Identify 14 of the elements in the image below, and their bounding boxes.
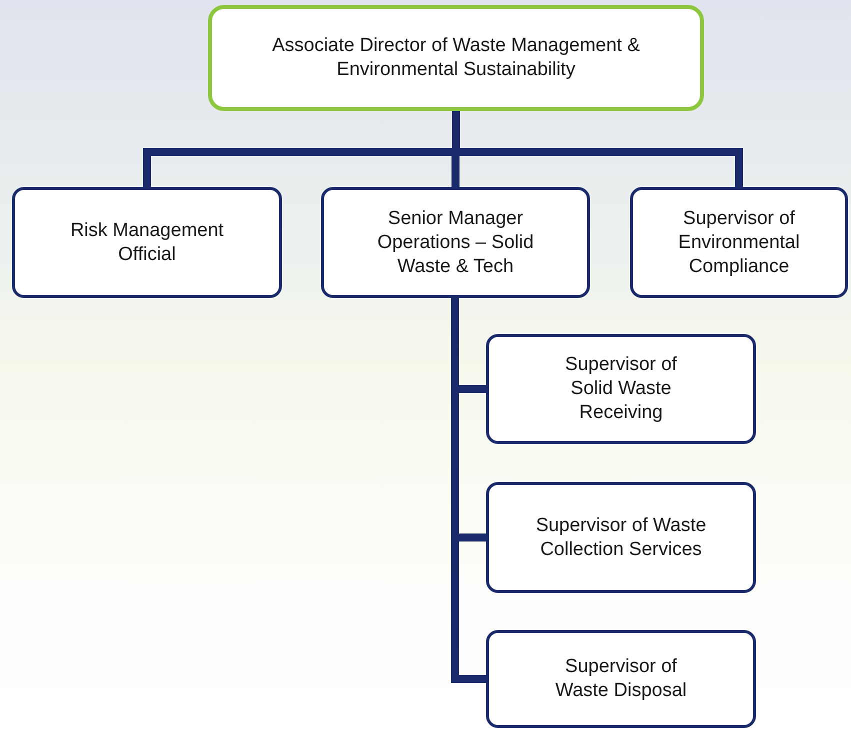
role-box (12, 187, 282, 298)
director-box (208, 5, 704, 111)
role-title: Supervisor of Waste Collection Services (534, 514, 708, 562)
role-title: Senior Manager Operations – Solid Waste & Tech (376, 206, 535, 278)
role-title: Supervisor of Solid Waste Receiving (564, 353, 678, 425)
role-title: Risk Management Official (69, 218, 225, 266)
role-title: Supervisor of Environmental Compliance (677, 206, 801, 278)
role-title: Associate Director of Waste Management & Environmental Sustainability (271, 34, 641, 82)
role-box (486, 334, 756, 444)
role-box (486, 482, 756, 593)
role-box (486, 630, 756, 728)
role-box (630, 187, 848, 298)
role-title: Supervisor of Waste Disposal (554, 655, 688, 703)
role-box (321, 187, 590, 298)
